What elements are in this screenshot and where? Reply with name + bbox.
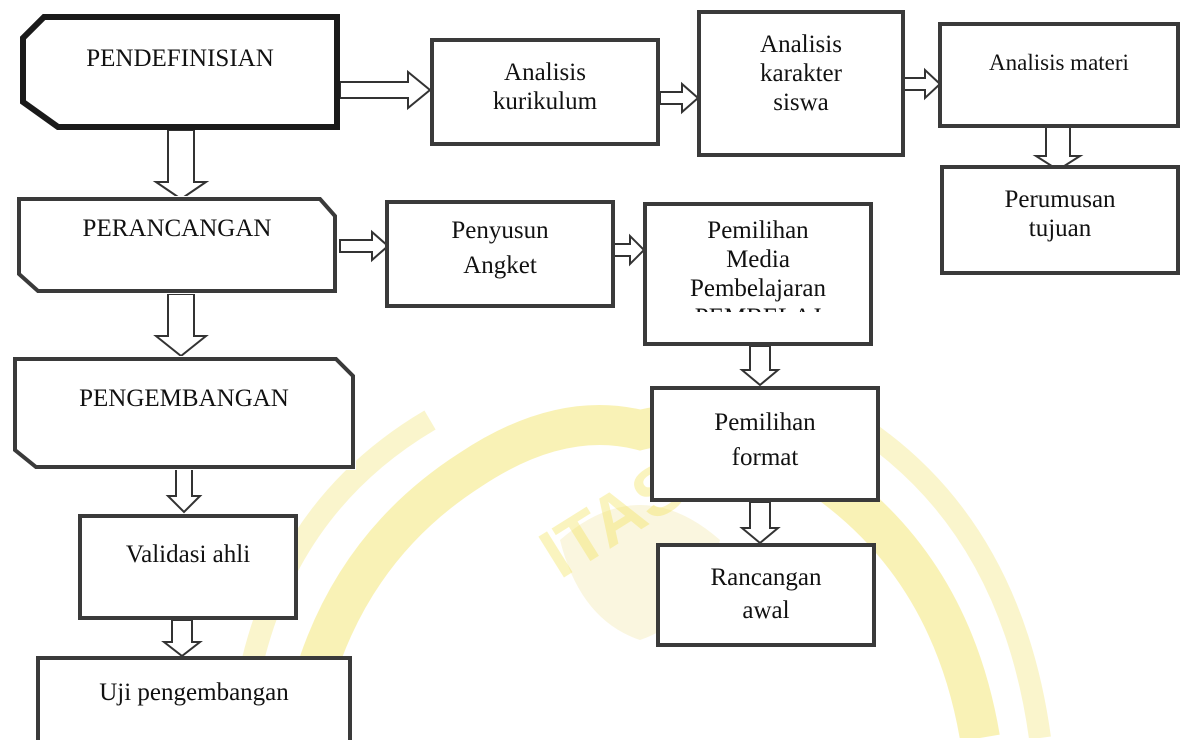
arrow-design-to-questionnaire bbox=[339, 229, 390, 263]
student-line-2: karakter bbox=[760, 60, 842, 87]
format-line-1: Pemilihan bbox=[714, 409, 816, 436]
format-selection-box: Pemilihan format bbox=[650, 386, 880, 502]
media-line-1: Pemilihan bbox=[707, 217, 809, 244]
material-analysis-box: Analisis materi bbox=[938, 22, 1180, 128]
arrow-curriculum-to-student bbox=[659, 81, 700, 115]
phase-design-box: PERANCANGAN bbox=[16, 196, 338, 294]
phase-define-box: PENDEFINISIAN bbox=[20, 14, 340, 130]
media-overflow-text: PEMBELAJ bbox=[647, 303, 869, 312]
arrow-develop-to-validation bbox=[165, 467, 203, 514]
trial-label: Uji pengembangan bbox=[99, 679, 289, 706]
initial-design-line-1: Rancangan bbox=[710, 564, 822, 591]
arrow-define-to-design bbox=[152, 129, 210, 201]
material-label: Analisis materi bbox=[989, 50, 1129, 75]
questionnaire-box: Penyusun Angket bbox=[385, 200, 615, 308]
curriculum-line-1: Analisis bbox=[504, 59, 586, 86]
arrow-format-to-initial bbox=[739, 501, 781, 545]
trial-box: Uji pengembangan bbox=[36, 656, 352, 740]
arrow-media-to-format bbox=[739, 345, 781, 387]
curriculum-line-2: kurikulum bbox=[492, 88, 598, 115]
validation-label: Validasi ahli bbox=[125, 541, 251, 568]
objectives-box: Perumusan tujuan bbox=[940, 165, 1180, 275]
arrow-material-to-objectives bbox=[1032, 126, 1084, 172]
phase-design-label: PERANCANGAN bbox=[82, 215, 272, 242]
phase-define-shape bbox=[20, 14, 340, 130]
phase-develop-label: PENGEMBANGAN bbox=[79, 385, 289, 412]
validation-box: Validasi ahli bbox=[78, 514, 298, 620]
media-line-2: Media bbox=[726, 246, 790, 273]
arrow-validation-to-trial bbox=[161, 619, 203, 658]
student-line-1: Analisis bbox=[760, 31, 842, 58]
arrow-design-to-develop bbox=[153, 293, 209, 358]
initial-design-line-2: awal bbox=[742, 597, 790, 624]
student-analysis-box: Analisis karakter siswa bbox=[697, 10, 905, 157]
media-line-3: Pembelajaran bbox=[689, 275, 827, 302]
media-selection-box: Pemilihan Media Pembelajaran PEMBELAJ bbox=[643, 202, 873, 346]
questionnaire-line-2: Angket bbox=[463, 252, 537, 279]
objectives-line-2: tujuan bbox=[1028, 215, 1092, 242]
curriculum-analysis-box: Analisis kurikulum bbox=[430, 38, 660, 146]
initial-design-box: Rancangan awal bbox=[656, 543, 876, 647]
phase-develop-shape bbox=[13, 357, 355, 469]
arrow-student-to-material bbox=[903, 67, 942, 101]
phase-develop-box: PENGEMBANGAN bbox=[12, 356, 356, 470]
student-line-3: siswa bbox=[773, 89, 829, 116]
questionnaire-line-1: Penyusun bbox=[451, 217, 549, 244]
format-line-2: format bbox=[731, 444, 799, 471]
phase-design-shape bbox=[17, 197, 337, 293]
phase-define-label: PENDEFINISIAN bbox=[86, 45, 274, 72]
arrow-questionnaire-to-media bbox=[613, 233, 646, 267]
objectives-line-1: Perumusan bbox=[1004, 186, 1116, 213]
arrow-define-to-curriculum bbox=[339, 69, 432, 111]
